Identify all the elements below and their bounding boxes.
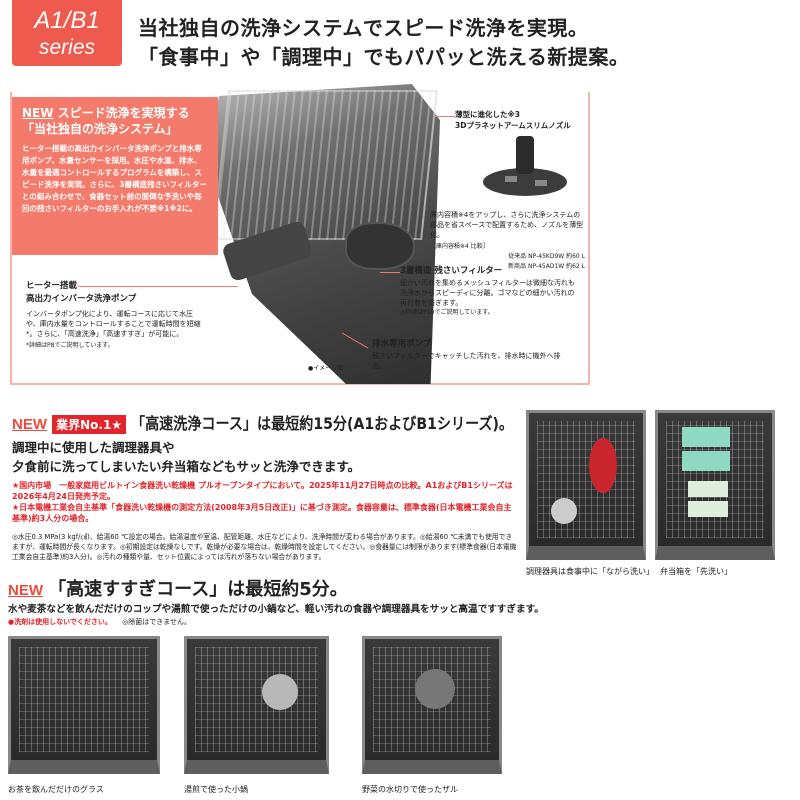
leader-line	[78, 286, 238, 287]
detergent-warning: ●洗剤は使用しないでください。	[8, 618, 112, 626]
pump-title-2: 高出力インバータ洗浄ポンプ	[26, 294, 137, 304]
quick-wash-red-notes: ★国内市場 一般家庭用ビルトイン食器洗い乾燥機 プルオープンタイプにおいて。20…	[12, 480, 517, 524]
badge-line1: A1/B1	[34, 7, 100, 34]
nozzle-compare-label: ［庫内容積※4 比較］	[430, 243, 489, 250]
red-note: ★国内市場 一般家庭用ビルトイン食器洗い乾燥機 プルオープンタイプにおいて。20…	[12, 481, 513, 501]
leader-line	[435, 116, 455, 117]
new-tag: NEW	[22, 106, 54, 120]
sterilization-note: ◎除菌はできません。	[122, 618, 192, 626]
filter-title: 3層構造 残さいフィルター	[400, 266, 503, 276]
nozzle-detail: 庫内容積※4をアップし、さらに洗浄システムの部品を省スペースで配置するため、ノズ…	[430, 210, 585, 272]
photo-small-pot	[184, 636, 329, 774]
photo-colander	[362, 636, 502, 774]
red-note: ★日本電機工業会自主基準「食器洗い乾燥機の測定方法(2008年3月5日改正)」に…	[12, 503, 512, 523]
quick-rinse-notes: ●洗剤は使用しないでください。 ◎除菌はできません。	[8, 617, 191, 627]
feature-title-1: スピード洗浄を実現する	[57, 106, 190, 120]
photo-caption: お茶を飲んだだけのグラス	[8, 785, 104, 794]
series-badge: A1/B1 series	[12, 0, 122, 66]
quick-wash-heading: NEW 業界No.1★ 「高速洗浄コース」は最短約15分(A1およびB1シリーズ…	[12, 410, 517, 434]
rank-badge: 業界No.1★	[52, 415, 127, 434]
photo-glasses	[8, 636, 160, 774]
photo-caption: 湯煎で使った小鍋	[184, 785, 248, 794]
filter-note: ◎詳細はP10でご説明しています。	[400, 309, 494, 316]
feature-title-2: 「当社独自の洗浄システム」	[22, 122, 178, 136]
headline-2: 「食事中」や「調理中」でもパパッと洗える新提案。	[138, 45, 630, 69]
filter-callout: 3層構造 残さいフィルター 細かい汚れを集めるメッシュフィルターは微細な汚れも洗…	[400, 265, 580, 318]
filter-body: 細かい汚れを集めるメッシュフィルターは微細な汚れも洗浄水からスピーディに分離。ゴ…	[400, 279, 575, 307]
leader-line	[380, 272, 400, 273]
quick-wash-notes: ◎水圧0.3 MPa(3 kgf/㎠)、給湯60 ℃設定の場合。給湯温度や室温、…	[12, 533, 517, 561]
nozzle-title-2: 3Dプラネットアームスリムノズル	[455, 121, 571, 130]
nozzle-old-model: 従来品 NP-45KD9W 約60 L	[508, 253, 585, 260]
nozzle-new-model: 新商品 NP-45AD1W 約62 L	[508, 263, 585, 270]
photo-cookware	[526, 410, 646, 560]
new-tag: NEW	[12, 416, 47, 433]
nozzle-callout: 薄型に進化した※3 3Dプラネットアームスリムノズル	[455, 109, 585, 131]
nozzle-image	[483, 136, 567, 196]
lead-line-2: 夕食前に洗ってしまいたい弁当箱などもサッと洗浄できます。	[12, 459, 361, 474]
pump-body: インバータポンプ化により、運転コースに応じて水圧や、庫内水量をコントロールするこ…	[26, 310, 201, 338]
nozzle-body: 庫内容積※4をアップし、さらに洗浄システムの部品を省スペースで配置するため、ノズ…	[430, 211, 584, 239]
photo-caption: 野菜の水切りで使ったザル	[362, 785, 458, 794]
drain-title: 排水専用ポンプ	[372, 339, 432, 349]
photo-caption: 弁当箱を「先洗い」	[660, 567, 732, 576]
drain-body: 残さいフィルターでキャッチした汚れを、排水時に機外へ排出。	[372, 352, 561, 370]
feature-frame	[10, 92, 590, 385]
image-note: ●イメージ図	[308, 365, 344, 372]
headline-1: 当社独自の洗浄システムでスピード洗浄を実現。	[138, 16, 589, 40]
lead-line-1: 調理中に使用した調理器具や	[12, 440, 175, 455]
badge-line2: series	[38, 36, 96, 59]
drain-callout: 排水専用ポンプ 残さいフィルターでキャッチした汚れを、排水時に機外へ排出。	[372, 338, 572, 371]
quick-wash-title: 「高速洗浄コース」は最短約15分(A1およびB1シリーズ)。	[131, 414, 514, 433]
photo-caption: 調理器具は食事中に「ながら洗い」	[526, 567, 654, 576]
dish-rack-image	[212, 90, 438, 240]
nozzle-title-1: 薄型に進化した※3	[455, 110, 521, 119]
feature-body: ヒーター搭載の高出力インバータ洗浄ポンプと排水専用ポンプ、水量センサーを採用。水…	[22, 144, 207, 213]
filter-image	[345, 222, 415, 270]
quick-rinse-title: 「高速すすぎコース」は最短約5分。	[48, 579, 348, 600]
pump-title-1: ヒーター搭載	[26, 281, 78, 291]
new-tag: NEW	[8, 582, 43, 599]
quick-rinse-heading: NEW 「高速すすぎコース」は最短約5分。	[8, 575, 348, 601]
pump-note: *詳細はP8でご説明しています。	[26, 342, 114, 349]
photo-lunchbox	[655, 410, 775, 560]
quick-wash-lead: 調理中に使用した調理器具や 夕食前に洗ってしまいたい弁当箱などもサッと洗浄できま…	[12, 438, 360, 476]
pump-callout: ヒーター搭載 高出力インバータ洗浄ポンプ インバータポンプ化により、運転コースに…	[26, 280, 206, 351]
quick-rinse-lead: 水や麦茶などを飲んだだけのコップや湯煎で使っただけの小鍋など、軽い汚れの食器や調…	[8, 604, 544, 615]
feature-panel: NEW スピード洗浄を実現する 「当社独自の洗浄システム」 ヒーター搭載の高出力…	[12, 97, 218, 255]
